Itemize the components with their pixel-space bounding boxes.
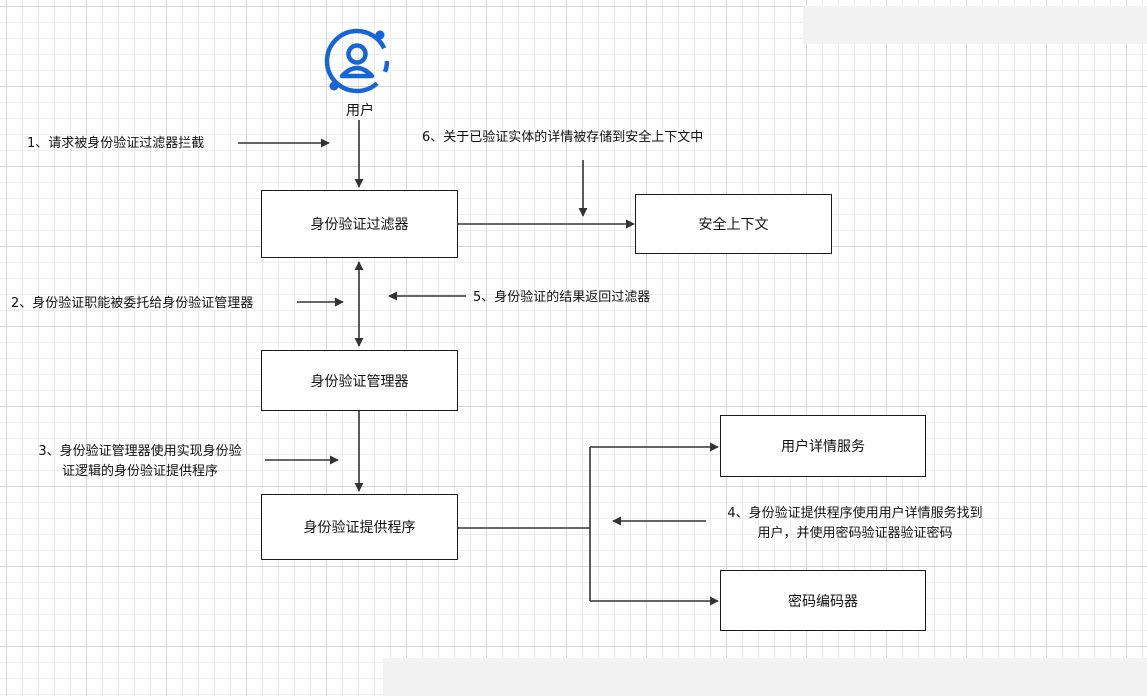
- bottom-blank-area: [383, 658, 1147, 696]
- top-right-blank-area: [803, 6, 1147, 44]
- node-user-details-service: 用户详情服务: [720, 415, 926, 477]
- step-2-label: 2、身份验证职能被委托给身份验证管理器: [11, 296, 254, 311]
- step-4-label: 4、身份验证提供程序使用用户详情服务找到 用户，并使用密码验证器验证密码: [704, 504, 1006, 544]
- node-auth-provider: 身份验证提供程序: [261, 494, 458, 560]
- step-6-label: 6、关于已验证实体的详情被存储到安全上下文中: [422, 130, 704, 145]
- user-icon: [324, 28, 390, 94]
- step-4-line-1: 4、身份验证提供程序使用用户详情服务找到: [727, 506, 983, 521]
- node-password-encoder: 密码编码器: [720, 570, 926, 631]
- step-4-line-2: 用户，并使用密码验证器验证密码: [757, 526, 953, 541]
- node-auth-manager: 身份验证管理器: [261, 350, 458, 411]
- step-3-line-1: 3、身份验证管理器使用实现身份验: [38, 444, 242, 459]
- node-auth-filter: 身份验证过滤器: [261, 190, 458, 258]
- step-3-label: 3、身份验证管理器使用实现身份验 证逻辑的身份验证提供程序: [20, 442, 260, 482]
- step-1-label: 1、请求被身份验证过滤器拦截: [27, 136, 205, 151]
- user-label: 用户: [346, 103, 374, 119]
- step-3-line-2: 证逻辑的身份验证提供程序: [61, 464, 218, 479]
- step-5-label: 5、身份验证的结果返回过滤器: [473, 290, 651, 305]
- node-security-context: 安全上下文: [635, 194, 832, 254]
